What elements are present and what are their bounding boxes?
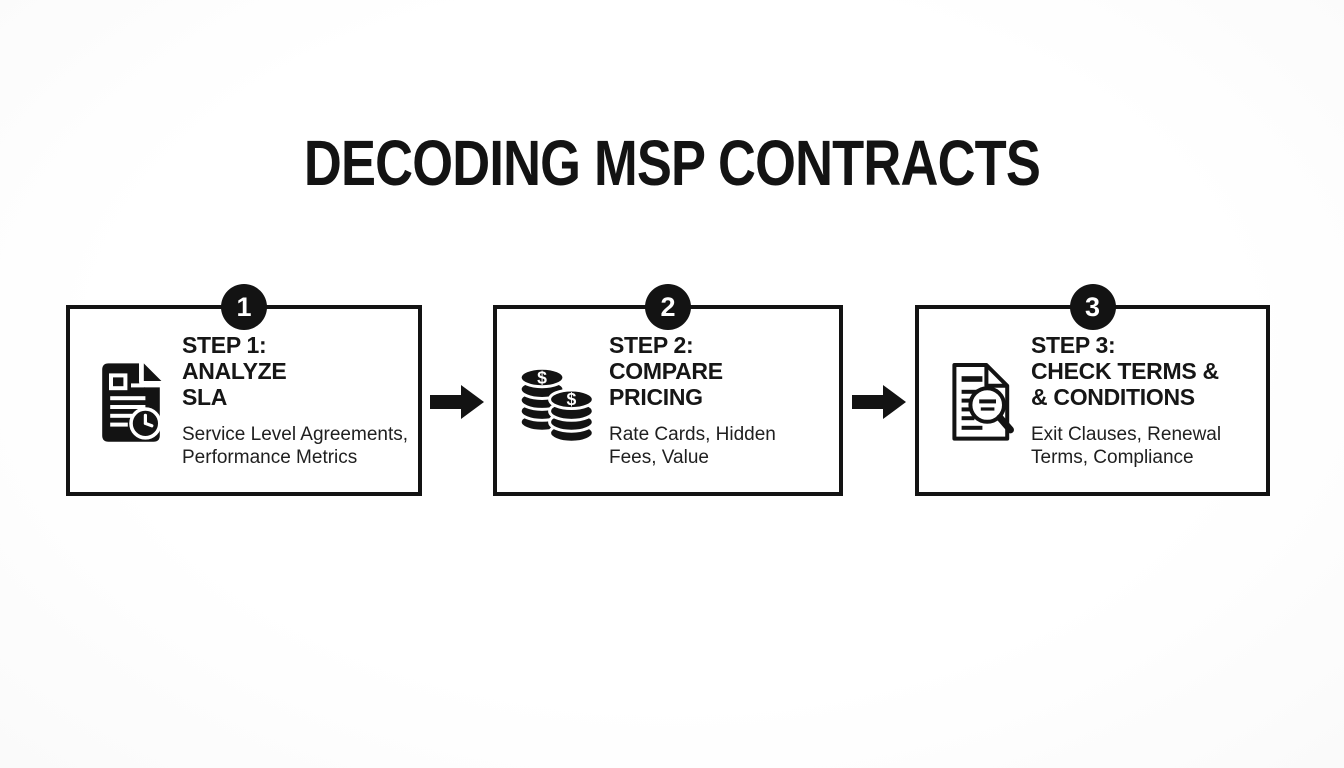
step-title-line: COMPARE <box>609 358 723 384</box>
step-title-line: & CONDITIONS <box>1031 384 1195 410</box>
step-1-subtitle: Service Level Agreements, Performance Me… <box>182 423 412 469</box>
step-box-3: 3 <box>915 284 1270 496</box>
page-title: DECODING MSP CONTRACTS <box>303 127 1041 199</box>
step-1-number-badge: 1 <box>221 284 267 330</box>
badge-number: 2 <box>660 291 676 322</box>
step-title-line: ANALYZE <box>182 358 287 384</box>
step-2-number-badge: 2 <box>645 284 691 330</box>
step-subtitle-line: Terms, Compliance <box>1031 447 1194 468</box>
step-subtitle-line: Rate Cards, Hidden <box>609 424 776 445</box>
step-subtitle-line: Exit Clauses, Renewal <box>1031 424 1222 445</box>
step-1-title: STEP 1: ANALYZE SLA <box>182 332 412 410</box>
coins-icon: $ $ <box>515 354 601 448</box>
document-magnifier-icon <box>937 355 1023 447</box>
svg-text:$: $ <box>537 367 547 387</box>
arrow-right-icon <box>430 384 484 420</box>
step-title-line: PRICING <box>609 384 703 410</box>
step-subtitle-line: Service Level Agreements, <box>182 424 409 445</box>
arrow-right-icon <box>852 384 906 420</box>
step-2-title: STEP 2: COMPARE PRICING <box>609 332 833 410</box>
step-3-number-badge: 3 <box>1069 284 1116 330</box>
step-subtitle-line: Fees, Value <box>609 447 709 468</box>
step-2-subtitle: Rate Cards, Hidden Fees, Value <box>609 423 833 469</box>
step-title-line: STEP 2: <box>609 332 694 358</box>
step-3-title: STEP 3: CHECK TERMS & & CONDITIONS <box>1031 332 1260 410</box>
step-3-subtitle: Exit Clauses, Renewal Terms, Compliance <box>1031 423 1260 469</box>
step-title-line: CHECK TERMS & <box>1031 358 1219 384</box>
badge-number: 3 <box>1084 291 1101 322</box>
step-subtitle-line: Performance Metrics <box>182 447 358 468</box>
step-title-line: STEP 3: <box>1031 332 1116 358</box>
svg-text:$: $ <box>567 389 577 409</box>
step-title-line: STEP 1: <box>182 332 267 358</box>
step-title-line: SLA <box>182 384 228 410</box>
step-box-2: 2 $ <box>493 284 843 496</box>
step-box-1: 1 STEP 1: AN <box>66 284 422 496</box>
document-clock-icon <box>88 355 174 447</box>
badge-number: 1 <box>236 291 252 322</box>
